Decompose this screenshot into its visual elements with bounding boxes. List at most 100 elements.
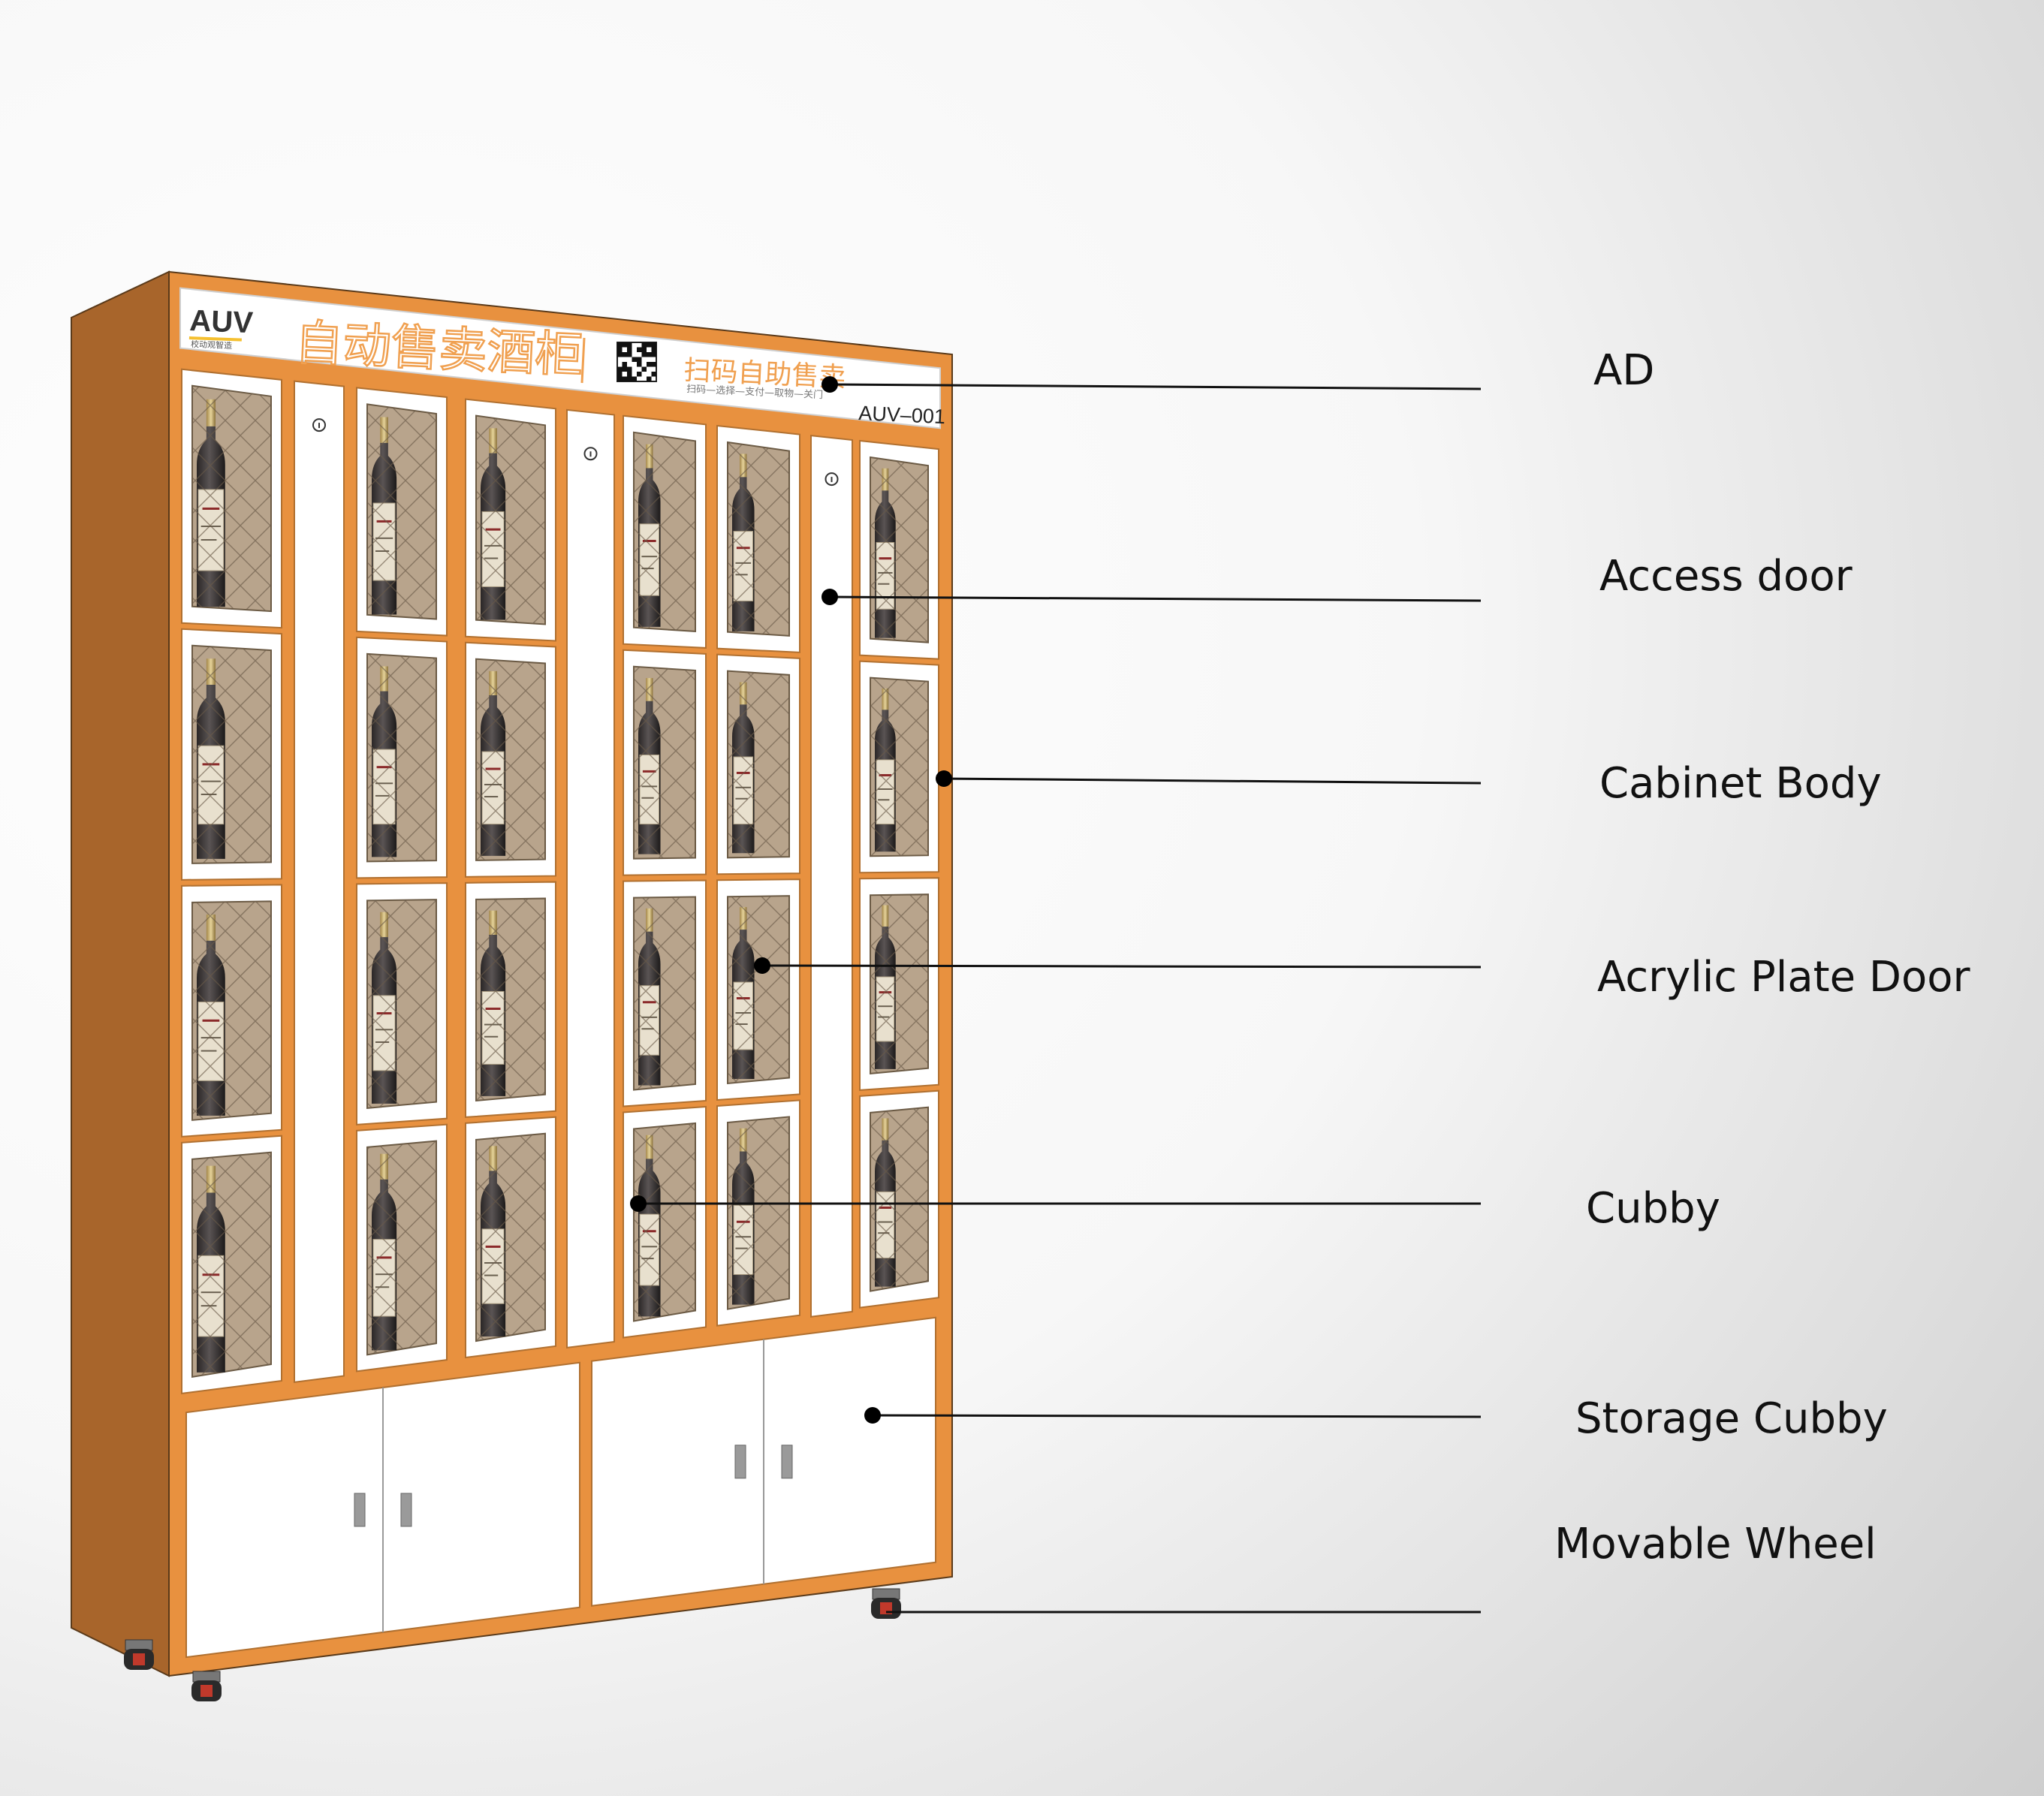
storage-cubby-anchor-dot [864,1407,881,1424]
brand-logo-subtext: 校动观智造 [191,339,232,351]
acrylic-mesh-pattern [367,404,436,619]
storage-door-handle [354,1493,366,1527]
acrylic-mesh-pattern [870,894,928,1074]
brand-logo-accent [188,336,242,342]
callout-labels: AD Access door Cabinet Body Acrylic Plat… [1554,346,1970,1568]
qr-code-module [617,366,623,372]
acrylic-mesh-pattern [634,1122,695,1321]
callout-label-access-door: Access door [1599,552,1853,601]
qr-code-module [641,352,647,357]
callout-label-cabinet-body: Cabinet Body [1599,759,1882,808]
acrylic-mesh-pattern [634,666,695,859]
qr-code-module [617,347,623,352]
qr-code-module [647,342,652,348]
movable-wheel-mount [125,1639,153,1651]
qr-code-module [627,347,632,352]
acrylic-mesh-pattern [728,670,789,858]
callout-label-cubby: Cubby [1586,1184,1720,1233]
qr-code-module [627,342,632,348]
callout-label-acrylic-plate-door: Acrylic Plate Door [1597,953,1970,1002]
qr-code-module [617,372,623,377]
acrylic-mesh-pattern [192,385,271,612]
storage-door-handle [781,1445,793,1479]
acrylic-mesh-pattern [870,677,928,857]
access-door-leader-line [829,595,1482,602]
acrylic-mesh-pattern [476,898,545,1101]
qr-code-module [617,342,623,348]
acrylic-mesh-pattern [192,645,271,863]
acrylic-mesh-pattern [192,901,271,1120]
qr-code-module [651,362,656,367]
acrylic-mesh-pattern [192,1152,271,1377]
qr-code-module [622,352,627,357]
qr-code-module [627,376,632,381]
qr-code-module [641,347,647,352]
callout-lines [630,376,1482,1614]
cubby-anchor-dot [630,1195,647,1212]
qr-code-module [627,352,632,357]
qr-code-module [637,372,642,377]
acrylic-mesh-pattern [476,415,545,625]
brand-logo: AUV [189,304,254,339]
acrylic-mesh-pattern [728,896,789,1083]
ad-panel: AUV 校动观智造 自动售卖酒柜 扫码自助售卖 扫码—选择—支付—取物—关门 A… [189,304,946,428]
access-door-anchor-dot [822,589,838,605]
ad-panel-divider [580,337,586,384]
acrylic-mesh-pattern [367,1141,436,1355]
acrylic-mesh-pattern [367,900,436,1108]
ad-panel-background [179,287,941,429]
acrylic-mesh-pattern [367,653,436,862]
acrylic-mesh-pattern [476,1133,545,1342]
acrylic-mesh-pattern [476,658,545,860]
qr-code-module [622,376,627,381]
callout-label-storage-cubby: Storage Cubby [1575,1394,1888,1443]
movable-wheel-mount [872,1588,900,1600]
qr-code-module [637,347,642,352]
acrylic-plate-door-leader-line [761,964,1482,969]
acrylic-mesh-pattern [870,457,928,643]
movable-wheel-mount [192,1671,221,1683]
access-door [566,408,615,1349]
qr-code-module [647,362,652,367]
qr-code-module [627,366,632,372]
acrylic-mesh-pattern [634,432,695,631]
callout-label-ad: AD [1593,346,1654,395]
model-number: AUV–001 [858,402,946,428]
access-door [294,380,345,1383]
qr-code-module [617,376,623,381]
acrylic-mesh-pattern [728,441,789,636]
qr-code-module [641,342,647,348]
ad-leader-line [829,383,1482,390]
qr-code-module [622,362,627,367]
callout-label-movable-wheel: Movable Wheel [1554,1520,1877,1568]
qr-code-module [651,372,656,377]
qr-code-module [651,342,656,348]
acrylic-mesh-pattern [870,1107,928,1291]
storage-cubby-leader-line [872,1414,1482,1418]
qr-code-module [647,352,652,357]
cabinet-side-panel [71,270,170,1677]
qr-code-module [651,347,656,352]
qr-code-module [622,366,627,372]
cabinet-body-leader-line [943,777,1482,785]
storage-door-handle [734,1445,746,1479]
cabinet-body-anchor-dot [936,770,952,787]
cabinet [71,270,953,1701]
qr-code-module [651,352,656,357]
movable-wheel-brake [200,1685,213,1697]
acrylic-mesh-pattern [634,896,695,1090]
qr-code-module [632,376,637,381]
qr-code-module [647,376,652,381]
storage-door-handle [400,1493,412,1527]
scan-title-text: 扫码自助售卖 [683,355,847,393]
qr-code-module [622,342,627,348]
qr-code-module [617,352,623,357]
qr-code-module [637,362,642,367]
movable-wheel-brake [133,1653,145,1665]
qr-code-module [632,357,637,362]
acrylic-plate-door-anchor-dot [754,957,770,974]
qr-code-module [641,366,647,372]
qr-code-module [637,357,642,362]
ad-anchor-dot [822,376,838,393]
